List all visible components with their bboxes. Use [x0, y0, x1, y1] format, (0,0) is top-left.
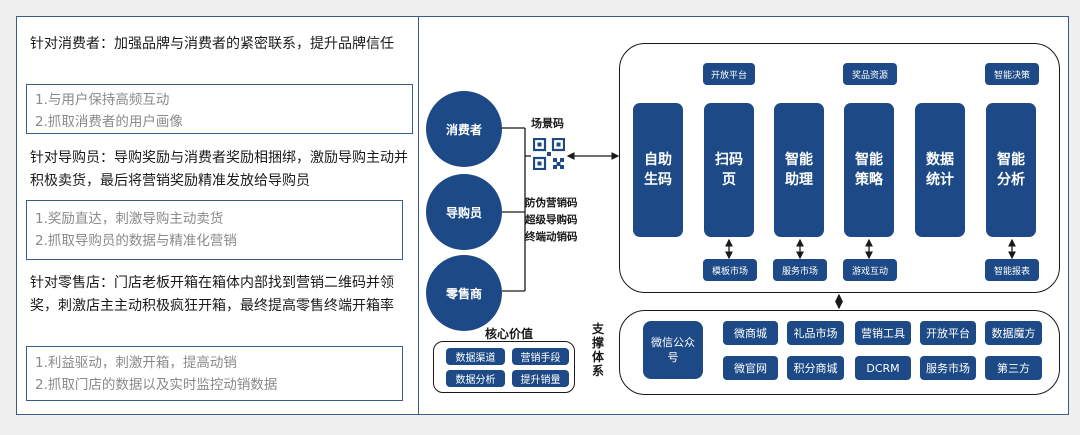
- retailer-point-1: 1.利益驱动，刺激开箱，提高动销: [35, 355, 237, 371]
- module-smart-assistant: 智能助理: [774, 103, 824, 237]
- top-tag: 奖品资源: [843, 63, 897, 85]
- support-item: 服务市场: [920, 356, 976, 380]
- core-value-box: [433, 341, 575, 393]
- core-value-item: 营销手段: [512, 348, 569, 365]
- retailer-points-box: 1.利益驱动，刺激开箱，提高动销 2.抓取门店的数据以及实时监控动销数据: [26, 346, 403, 401]
- consumer-point-1: 1.与用户保持高频互动: [35, 92, 170, 108]
- bottom-tag: 智能报表: [985, 259, 1039, 281]
- core-value-item: 数据渠道: [446, 348, 505, 365]
- scene-code-type: 防伪营销码: [525, 197, 578, 209]
- support-item: 营销工具: [855, 321, 911, 345]
- support-item: 第三方: [985, 356, 1042, 380]
- module-scan-page: 扫码页: [704, 103, 754, 237]
- guide-point-2: 2.抓取导购员的数据与精准化营销: [35, 233, 237, 249]
- support-item: 积分商城: [787, 356, 844, 380]
- scene-code-title: 场景码: [531, 117, 564, 130]
- consumer-points-box: 1.与用户保持高频互动 2.抓取消费者的用户画像: [26, 84, 413, 134]
- scene-code-type: 超级导购码: [525, 214, 578, 226]
- bottom-tag: 游戏互动: [843, 259, 897, 281]
- actor-retailer: 零售商: [426, 255, 502, 331]
- core-value-item: 数据分析: [446, 370, 505, 387]
- consumer-heading: 针对消费者：加强品牌与消费者的紧密联系，提升品牌信任: [30, 36, 394, 52]
- bottom-tag: 服务市场: [773, 259, 827, 281]
- support-main: 微信公众号: [643, 321, 703, 379]
- support-panel: [619, 310, 1060, 395]
- qr-code-icon: [533, 138, 565, 170]
- guide-points-box: 1.奖励直达，刺激导购主动卖货 2.抓取导购员的数据与精准化营销: [26, 200, 403, 260]
- consumer-point-2: 2.抓取消费者的用户画像: [35, 114, 183, 130]
- support-item: 数据魔方: [985, 321, 1042, 345]
- core-value-title: 核心价值: [485, 327, 534, 341]
- support-item: DCRM: [855, 356, 911, 380]
- retailer-heading: 针对零售店：门店老板开箱在箱体内部找到营销二维码并领奖，刺激店主主动积极疯狂开箱…: [30, 275, 394, 314]
- bottom-tag: 模板市场: [703, 259, 757, 281]
- support-item: 微商城: [723, 321, 778, 345]
- scene-code-types: 防伪营销码 超级导购码 终端动销码: [525, 195, 578, 246]
- retailer-point-2: 2.抓取门店的数据以及实时监控动销数据: [35, 377, 278, 393]
- scene-code-type: 终端动销码: [525, 231, 578, 243]
- module-smart-strategy: 智能策略: [844, 103, 894, 237]
- top-tag: 智能决策: [985, 63, 1039, 85]
- support-item: 开放平台: [920, 321, 976, 345]
- actor-consumer: 消费者: [426, 91, 502, 167]
- guide-point-1: 1.奖励直达，刺激导购主动卖货: [35, 211, 224, 227]
- module-smart-analysis: 智能分析: [986, 103, 1036, 237]
- column-divider: [418, 16, 419, 415]
- core-value-item: 提升销量: [512, 370, 569, 387]
- guide-heading: 针对导购员：导购奖励与消费者奖励相捆绑，激励导购主动并积极卖货，最后将营销奖励精…: [30, 150, 408, 189]
- actor-guide: 导购员: [426, 174, 502, 250]
- module-data-stats: 数据统计: [915, 103, 965, 237]
- support-item: 微官网: [723, 356, 778, 380]
- support-title: 支撑体系: [591, 322, 604, 378]
- module-auto-code: 自助生码: [633, 103, 683, 237]
- support-item: 礼品市场: [787, 321, 844, 345]
- platform-panel: [619, 43, 1060, 293]
- top-tag: 开放平台: [703, 63, 755, 85]
